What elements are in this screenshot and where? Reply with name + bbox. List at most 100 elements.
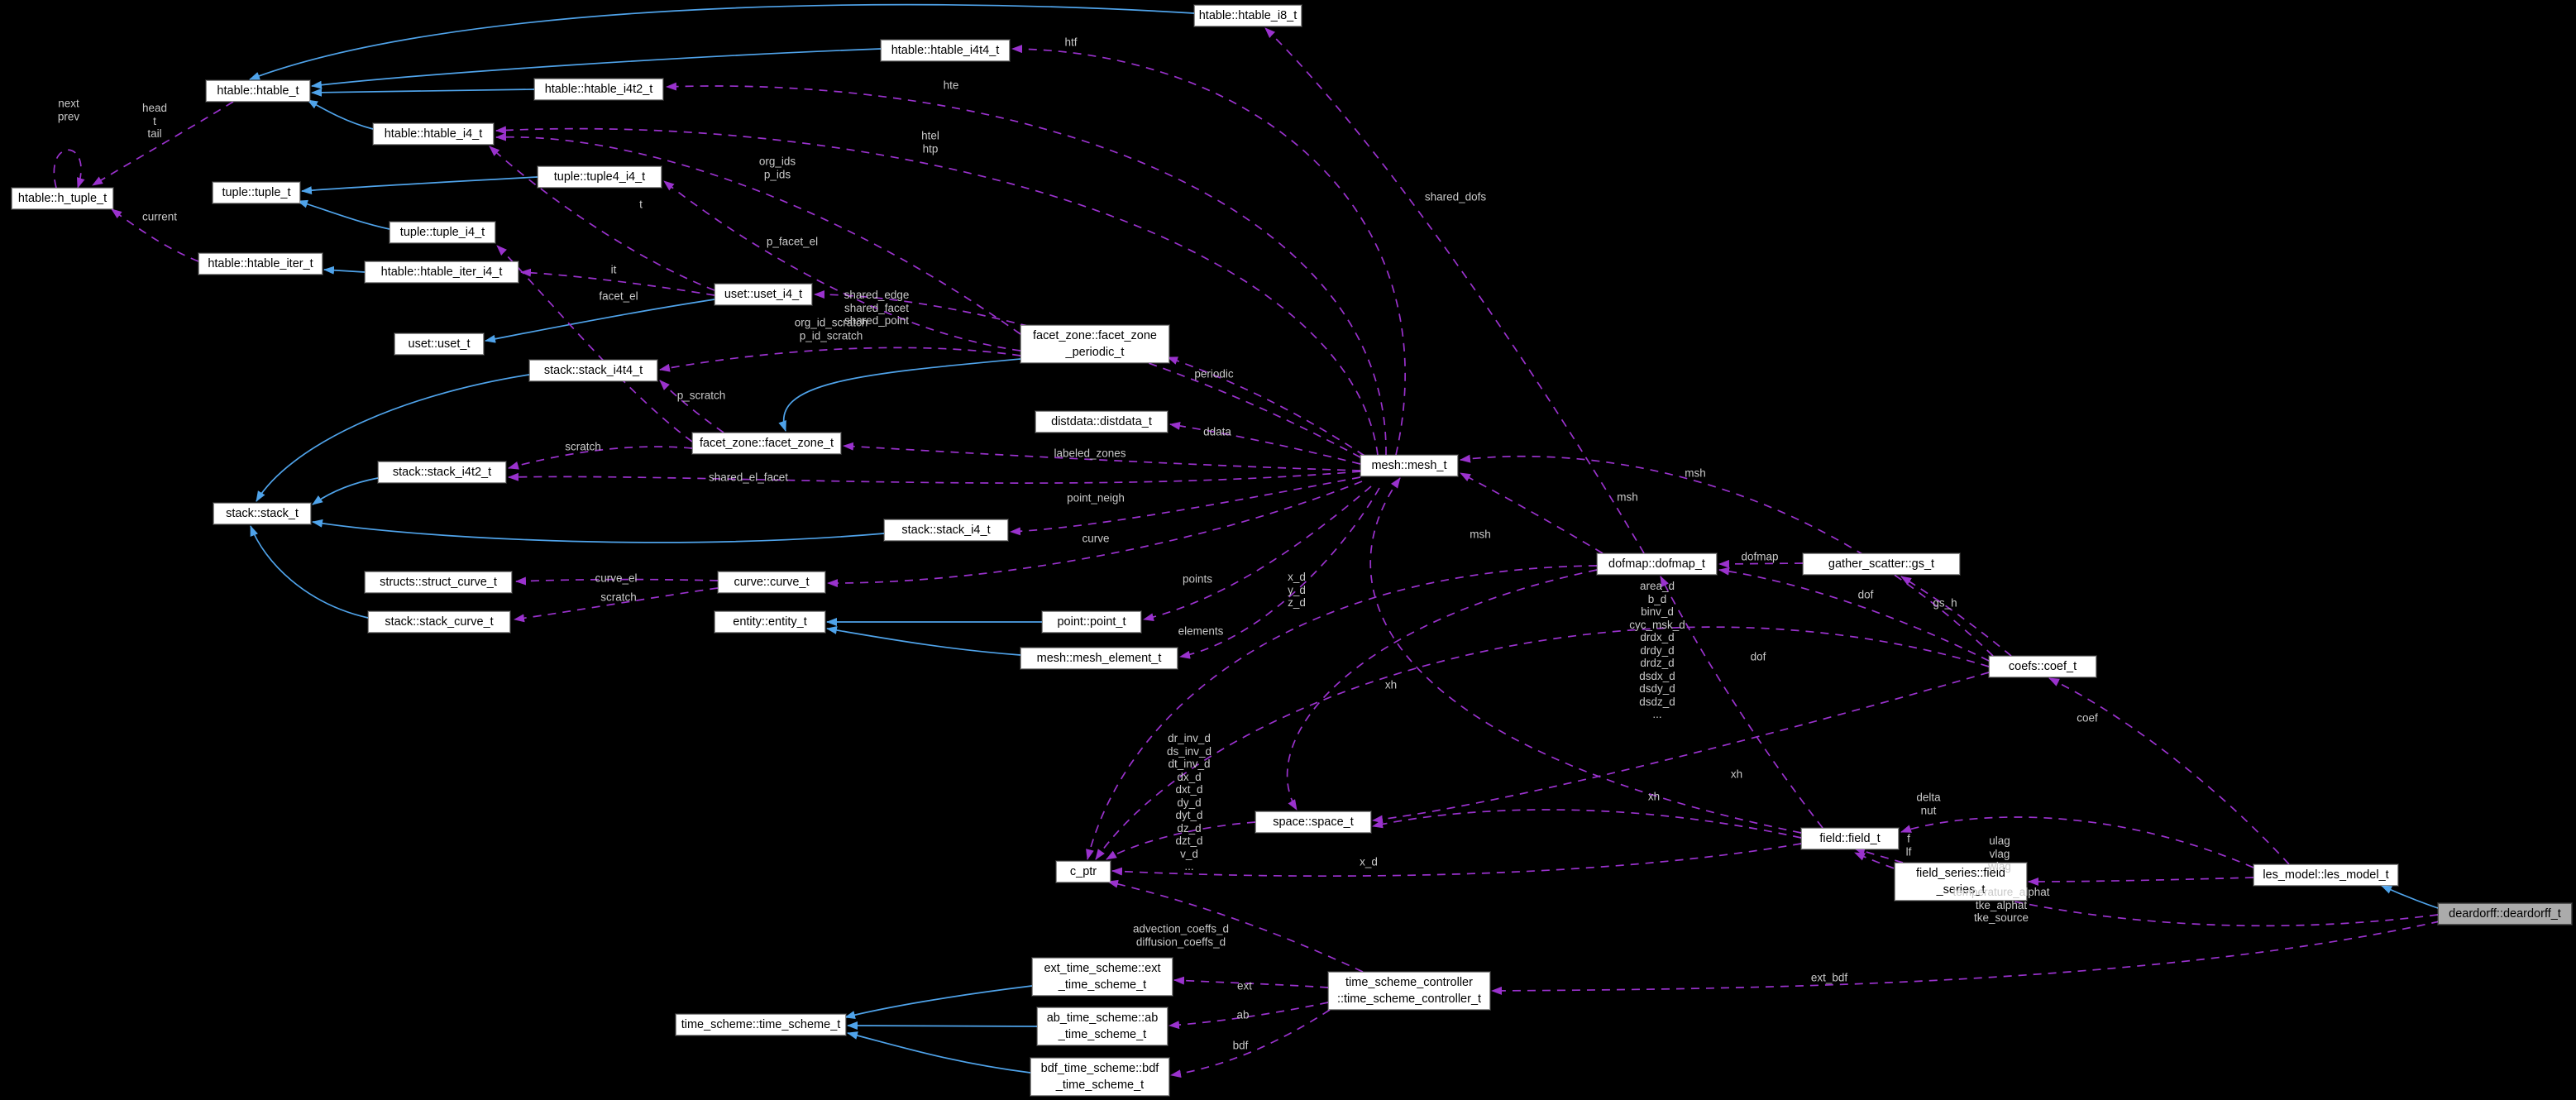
node-htable_i4t4_t[interactable]: htable::htable_i4t4_t — [881, 40, 1010, 61]
node-distdata_t[interactable]: distdata::distdata_t — [1035, 411, 1168, 433]
edge-coef_t-to-space_t — [1372, 672, 1990, 824]
node-facet_zone_periodic_t[interactable]: facet_zone::facet_zone _periodic_t — [1020, 325, 1169, 363]
node-struct_curve_t[interactable]: structs::struct_curve_t — [365, 572, 512, 593]
edge-curve_t-to-stack_curve_t — [514, 587, 719, 623]
node-point_t[interactable]: point::point_t — [1042, 611, 1141, 633]
edge-uset_i4_t-to-htable_i4_t — [489, 146, 715, 291]
edge-deardorff_t-to-les_model_t — [2381, 885, 2439, 909]
edge-deardorff_t-to-tsc_t — [1491, 921, 2440, 995]
edge-gs_t-to-dofmap_t — [1718, 559, 1804, 568]
edge-field_t-to-space_t — [1372, 809, 1802, 839]
edge-dofmap_t-to-c_ptr — [1086, 565, 1598, 860]
edge-dofmap_t-to-htable_i8_t — [1264, 27, 1645, 554]
node-tuple_i4_t[interactable]: tuple::tuple_i4_t — [390, 222, 495, 243]
edge-mesh_t-to-point_t — [1143, 485, 1372, 622]
edge-stack_i4_t-to-stack_t — [312, 519, 885, 543]
node-stack_curve_t[interactable]: stack::stack_curve_t — [368, 611, 510, 633]
edge-ext_ts_t-to-time_scheme_t — [844, 985, 1033, 1019]
node-h_tuple_t[interactable]: htable::h_tuple_t — [12, 188, 113, 209]
edge-facet_zone_periodic_t-to-facet_zone_t — [778, 358, 1021, 432]
node-gs_t[interactable]: gather_scatter::gs_t — [1803, 553, 1960, 575]
node-space_t[interactable]: space::space_t — [1255, 811, 1371, 833]
node-tuple4_i4_t[interactable]: tuple::tuple4_i4_t — [538, 166, 662, 188]
edge-stack_i4t4_t-to-stack_t — [256, 374, 530, 502]
edge-tsc_t-to-ab_ts_t — [1169, 1002, 1329, 1030]
edge-stack_curve_t-to-stack_t — [250, 525, 369, 619]
node-deardorff_t[interactable]: deardorff::deardorff_t — [2438, 903, 2572, 925]
node-c_ptr[interactable]: c_ptr — [1056, 861, 1111, 882]
edge-les_model_t-to-field_t — [1900, 816, 2254, 868]
node-field_series_t[interactable]: field_series::field _series_t — [1895, 863, 2027, 901]
node-uset_i4_t[interactable]: uset::uset_i4_t — [714, 284, 812, 305]
edge-tsc_t-to-bdf_ts_t — [1170, 1009, 1331, 1078]
node-field_t[interactable]: field::field_t — [1801, 828, 1899, 849]
edge-field_series_t-to-field_t — [1854, 847, 1904, 863]
node-stack_t[interactable]: stack::stack_t — [213, 503, 311, 524]
edge-field_t-to-dofmap_t — [1660, 576, 1823, 829]
edge-coef_t-to-dofmap_t — [1718, 567, 1990, 662]
node-les_model_t[interactable]: les_model::les_model_t — [2253, 864, 2398, 886]
edge-curve_t-to-struct_curve_t — [515, 576, 719, 586]
node-ab_ts_t[interactable]: ab_time_scheme::ab _time_scheme_t — [1037, 1007, 1168, 1045]
node-facet_zone_t[interactable]: facet_zone::facet_zone_t — [692, 433, 841, 454]
edge-mesh_element_t-to-entity_t — [826, 626, 1021, 656]
node-htable_i4_t[interactable]: htable::htable_i4_t — [373, 123, 494, 145]
node-htable_i8_t[interactable]: htable::htable_i8_t — [1194, 5, 1302, 26]
edge-uset_i4_t-to-uset_t — [485, 299, 715, 343]
edge-uset_i4_t-to-htable_iter_i4_t — [520, 268, 715, 296]
node-dofmap_t[interactable]: dofmap::dofmap_t — [1597, 553, 1717, 575]
node-mesh_element_t[interactable]: mesh::mesh_element_t — [1020, 648, 1178, 669]
edge-deardorff_t-to-field_t — [1854, 852, 2439, 927]
node-mesh_t[interactable]: mesh::mesh_t — [1360, 455, 1458, 476]
edges-group — [53, 3, 2440, 1078]
edge-htable_iter_t-to-h_tuple_t — [111, 208, 199, 262]
edge-h_tuple_t-to-h_tuple_t — [53, 149, 85, 189]
node-tuple_t[interactable]: tuple::tuple_t — [213, 182, 300, 203]
node-htable_t[interactable]: htable::htable_t — [206, 80, 310, 102]
edge-mesh_t-to-facet_zone_t — [843, 442, 1361, 471]
edge-mesh_t-to-stack_i4t2_t — [508, 471, 1361, 484]
edge-facet_zone_periodic_t-to-tuple4_i4_t — [663, 180, 1021, 352]
edge-coef_t-to-c_ptr — [1095, 626, 1990, 860]
edge-les_model_t-to-coef_t — [2048, 677, 2290, 865]
edge-dofmap_t-to-mesh_t — [1460, 472, 1603, 554]
edge-htable_iter_i4_t-to-htable_iter_t — [323, 265, 366, 275]
edge-coef_t-to-mesh_t — [1460, 454, 1994, 657]
edge-bdf_ts_t-to-time_scheme_t — [847, 1031, 1031, 1074]
edge-htable_i8_t-to-htable_t — [249, 3, 1195, 80]
edge-mesh_t-to-curve_t — [827, 481, 1363, 588]
node-time_scheme_t[interactable]: time_scheme::time_scheme_t — [676, 1014, 846, 1035]
node-bdf_ts_t[interactable]: bdf_time_scheme::bdf _time_scheme_t — [1030, 1058, 1169, 1096]
node-htable_iter_t[interactable]: htable::htable_iter_t — [198, 253, 323, 275]
node-ext_ts_t[interactable]: ext_time_scheme::ext _time_scheme_t — [1032, 958, 1173, 996]
edge-coef_t-to-gs_t — [1900, 576, 2012, 657]
node-coef_t[interactable]: coefs::coef_t — [1989, 656, 2096, 677]
node-uset_t[interactable]: uset::uset_t — [394, 333, 484, 355]
node-stack_i4_t[interactable]: stack::stack_i4_t — [884, 519, 1008, 541]
edge-mesh_t-to-htable_i4t4_t — [1011, 45, 1406, 456]
edge-htable_t-to-h_tuple_t — [92, 101, 234, 186]
edge-mesh_t-to-facet_zone_periodic_t — [1167, 356, 1365, 457]
node-stack_i4t4_t[interactable]: stack::stack_i4t4_t — [529, 360, 657, 381]
node-entity_t[interactable]: entity::entity_t — [714, 611, 825, 633]
edge-stack_i4t2_t-to-stack_t — [312, 477, 379, 505]
edge-facet_zone_periodic_t-to-stack_i4t4_t — [659, 347, 1021, 372]
node-curve_t[interactable]: curve::curve_t — [718, 572, 825, 593]
edge-space_t-to-c_ptr — [1106, 821, 1256, 860]
edge-htable_i4_t-to-htable_t — [307, 99, 374, 130]
edge-facet_zone_t-to-stack_i4t4_t — [659, 380, 724, 433]
edge-facet_zone_periodic_t-to-htable_i4_t — [495, 132, 1021, 335]
edge-htable_i4t4_t-to-htable_t — [311, 48, 882, 89]
edge-facet_zone_t-to-stack_i4t2_t — [508, 446, 693, 470]
edge-mesh_t-to-uset_i4_t — [814, 290, 1361, 458]
node-tsc_t[interactable]: time_scheme_controller ::time_scheme_con… — [1328, 972, 1490, 1010]
edge-tsc_t-to-ext_ts_t — [1173, 976, 1329, 988]
edge-htable_i4t2_t-to-htable_t — [311, 88, 535, 97]
node-stack_i4t2_t[interactable]: stack::stack_i4t2_t — [378, 462, 506, 483]
edge-field_t-to-c_ptr — [1111, 843, 1802, 878]
node-htable_i4t2_t[interactable]: htable::htable_i4t2_t — [534, 79, 663, 100]
node-htable_iter_i4_t[interactable]: htable::htable_iter_i4_t — [365, 261, 519, 283]
edge-mesh_t-to-htable_i4t2_t — [666, 82, 1387, 456]
